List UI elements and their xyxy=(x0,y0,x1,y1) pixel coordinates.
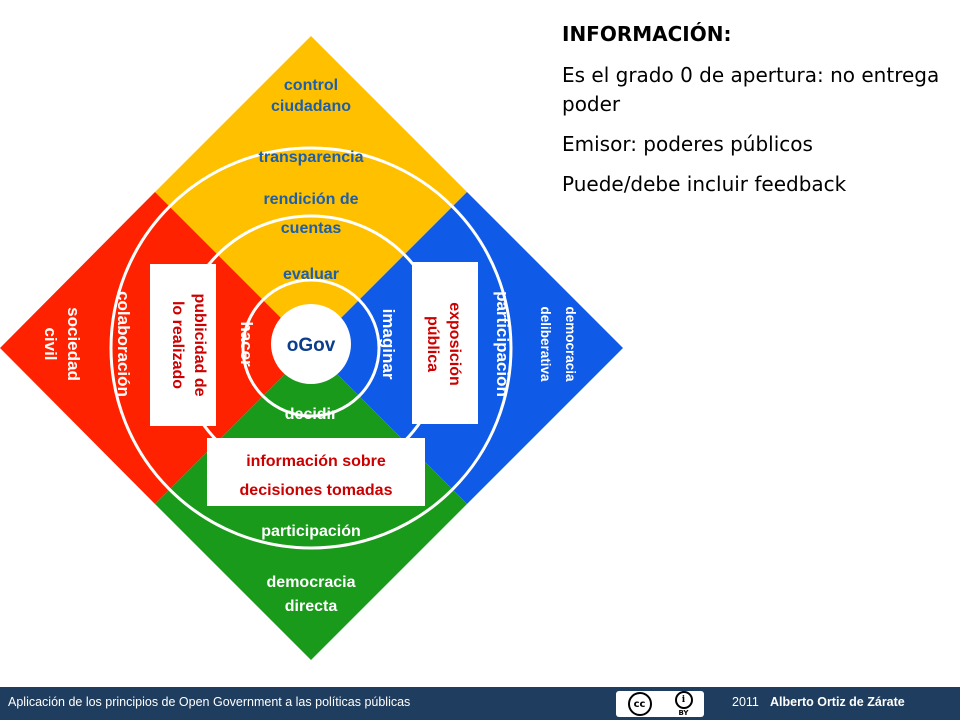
footer-presentation-title: Aplicación de los principios de Open Gov… xyxy=(8,695,411,709)
footer-bar: Aplicación de los principios de Open Gov… xyxy=(0,687,960,720)
footer-year: 2011 xyxy=(732,695,759,709)
center-label: oGov xyxy=(287,335,336,356)
license-by-text: BY xyxy=(678,709,689,717)
callout-right-line2: pública xyxy=(424,316,441,372)
info-line-3: Puede/debe incluir feedback xyxy=(562,172,847,196)
left-label-civil: civil xyxy=(41,327,60,360)
top-label-ciudadano: ciudadano xyxy=(271,98,351,115)
footer-author: Alberto Ortiz de Zárate xyxy=(770,695,905,709)
right-label-imaginar: imaginar xyxy=(379,309,398,380)
left-label-hacer: hacer xyxy=(237,321,256,367)
right-label-democracia: democracia xyxy=(563,306,578,382)
bottom-label-democracia: democracia xyxy=(267,574,356,591)
callout-left-line2: lo realizado xyxy=(169,301,186,389)
left-label-colaboracion: colaboración xyxy=(114,291,133,397)
callout-box-left xyxy=(150,264,216,426)
cc-icon: cc xyxy=(627,692,652,716)
info-title: INFORMACIÓN: xyxy=(562,22,732,46)
top-label-evaluar: evaluar xyxy=(283,266,339,283)
open-government-diagram: oGov control ciudadano transparencia ren… xyxy=(0,36,623,660)
bottom-label-decidir: decidir xyxy=(285,406,337,423)
callout-bottom-line1: información sobre xyxy=(246,453,386,470)
bottom-label-directa: directa xyxy=(285,598,338,615)
info-line-1: Es el grado 0 de apertura: no entrega po… xyxy=(562,63,940,116)
by-icon: i xyxy=(674,691,693,709)
right-label-participacion: participación xyxy=(493,291,512,397)
callout-box-right xyxy=(412,262,478,424)
right-label-deliberativa: deliberativa xyxy=(538,306,553,382)
top-label-rendicion: rendición de xyxy=(263,191,358,208)
callout-box-bottom xyxy=(207,438,425,506)
callout-left-line1: publicidad de xyxy=(191,293,208,396)
top-label-control: control xyxy=(284,77,338,94)
callout-right-line1: exposición xyxy=(446,302,463,386)
center-circle xyxy=(271,304,351,384)
top-label-cuentas: cuentas xyxy=(281,220,342,237)
callout-bottom-line2: decisiones tomadas xyxy=(240,482,393,499)
bottom-label-participacion: participación xyxy=(261,523,361,540)
left-label-sociedad: sociedad xyxy=(64,307,83,381)
info-line-2: Emisor: poderes públicos xyxy=(562,132,813,156)
info-panel: INFORMACIÓN: Es el grado 0 de apertura: … xyxy=(562,20,952,210)
license-badge: cc i BY xyxy=(616,691,704,717)
top-label-transparencia: transparencia xyxy=(259,149,364,166)
